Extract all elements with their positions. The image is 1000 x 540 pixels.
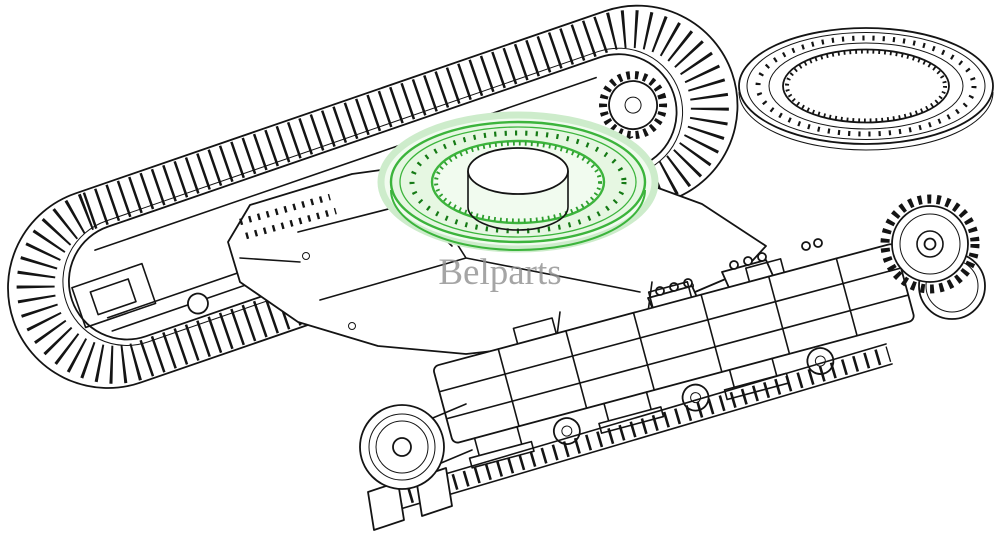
track-roller xyxy=(552,417,581,445)
slewing-ring-side-edge xyxy=(390,189,646,251)
left-track-sprocket xyxy=(608,80,658,130)
left-track-sprocket-teeth xyxy=(599,71,668,140)
frame-bolt-hole xyxy=(348,322,356,330)
spare-ring-bolt-circle xyxy=(755,35,977,137)
track-roller xyxy=(187,292,209,315)
spare-slewing-ring xyxy=(738,27,994,151)
pedestal-bolt xyxy=(743,256,753,266)
track-roller-hub xyxy=(561,425,573,437)
center-pivot-cylinder xyxy=(467,147,569,231)
spare-ring-outer-race xyxy=(746,32,986,140)
spare-ring-inner-race xyxy=(768,42,964,130)
left-track-sprocket-hub xyxy=(624,96,642,114)
pedestal-bolt xyxy=(729,260,739,270)
sprocket-teeth xyxy=(880,194,980,294)
pedestal-bolt xyxy=(757,252,767,262)
drive-sprocket-assembly xyxy=(880,194,986,320)
slewing-ring-gear-teeth xyxy=(434,141,602,223)
idler-rim-inner xyxy=(375,420,429,474)
sprocket-rim xyxy=(899,213,961,275)
watermark-text: Belparts xyxy=(438,252,561,293)
track-roller xyxy=(806,347,835,375)
front-idler xyxy=(359,403,473,490)
pivot-cylinder-sides xyxy=(467,170,569,231)
spare-ring-side-edge xyxy=(738,91,994,151)
beam-details xyxy=(438,257,910,469)
right-track-frame xyxy=(433,243,915,469)
slewing-ring-race xyxy=(399,126,637,238)
sprocket-hub xyxy=(916,230,944,258)
idler-rim xyxy=(368,413,436,481)
frame-bolt-row xyxy=(239,193,331,226)
frame-bolt-hole xyxy=(302,252,310,260)
pivot-cylinder-top xyxy=(467,147,569,195)
slewing-ring-bolt-circle xyxy=(409,130,627,234)
frame-bolt-row xyxy=(245,207,337,240)
pedestal-bolt xyxy=(801,241,811,251)
idler-hub xyxy=(392,437,412,457)
pedestal-bolt xyxy=(813,238,823,248)
shoe-rail-edges xyxy=(383,343,893,513)
spare-ring-gear-teeth xyxy=(785,49,947,123)
spare-ring-bore xyxy=(782,48,950,124)
sprocket-axle xyxy=(923,237,937,251)
track-roller-hub xyxy=(814,355,826,367)
